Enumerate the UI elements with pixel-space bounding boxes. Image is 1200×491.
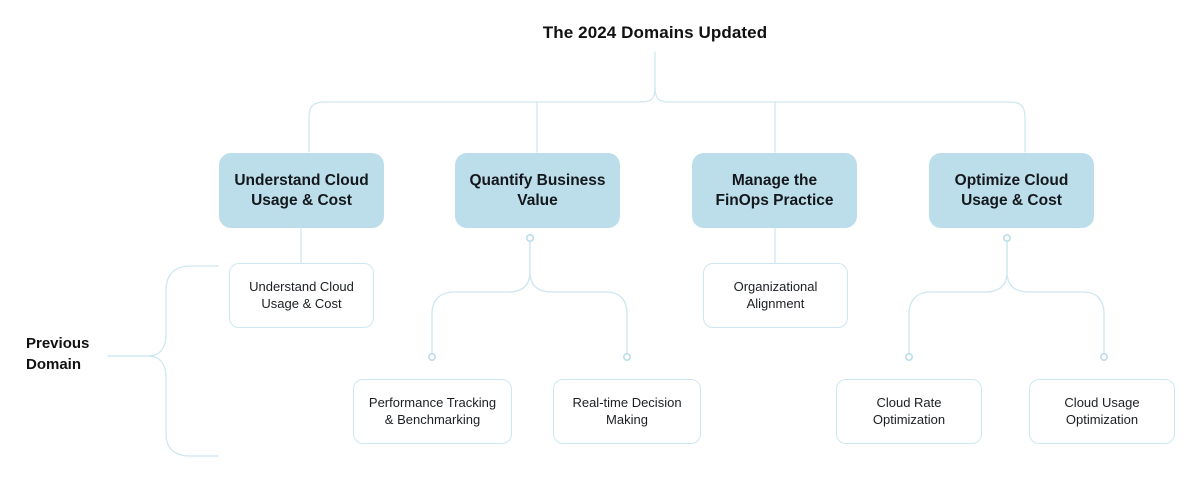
sub-label-line1: Understand Cloud bbox=[249, 278, 354, 294]
sub-label-line2: & Benchmarking bbox=[384, 411, 481, 427]
connector-optimize-fan-right bbox=[1006, 239, 1105, 355]
connector-root-stem bbox=[639, 51, 656, 103]
previous-domain-label: Previous Domain bbox=[26, 333, 156, 381]
connector-dot-cloud-rate bbox=[904, 352, 913, 361]
sub-label-line1: Real-time Decision bbox=[572, 394, 682, 410]
connector-optimize-fan-left bbox=[908, 239, 1008, 355]
domain-box-optimize-cloud-usage-cost[interactable]: Optimize Cloud Usage & Cost bbox=[929, 153, 1094, 228]
sub-label-line1: Performance Tracking bbox=[368, 394, 497, 410]
diagram-title-text: The 2024 Domains Updated bbox=[542, 23, 768, 43]
sub-box-organizational-alignment[interactable]: Organizational Alignment bbox=[703, 263, 848, 328]
previous-domain-label-line1: Previous bbox=[26, 335, 90, 352]
domain-label-line1: Understand Cloud bbox=[234, 171, 369, 189]
sub-box-performance-tracking-benchmarking[interactable]: Performance Tracking & Benchmarking bbox=[353, 379, 512, 444]
domain-box-quantify-business-value[interactable]: Quantify Business Value bbox=[455, 153, 620, 228]
connector-dot-optimize bbox=[1002, 234, 1011, 243]
domain-label-line1: Optimize Cloud bbox=[954, 171, 1069, 189]
domain-label-line1: Quantify Business bbox=[469, 171, 606, 189]
sub-box-cloud-rate-optimization[interactable]: Cloud Rate Optimization bbox=[836, 379, 982, 444]
diagram-title: The 2024 Domains Updated bbox=[455, 20, 855, 46]
sub-box-cloud-usage-optimization[interactable]: Cloud Usage Optimization bbox=[1029, 379, 1175, 444]
sub-box-real-time-decision-making[interactable]: Real-time Decision Making bbox=[553, 379, 701, 444]
connector-root-stem-right bbox=[654, 87, 671, 103]
sub-label-line2: Alignment bbox=[746, 295, 805, 311]
connector-bus-left bbox=[308, 101, 641, 153]
sub-label-line2: Usage & Cost bbox=[261, 295, 342, 311]
connector-dot-realtime bbox=[622, 352, 631, 361]
domain-label-line2: Usage & Cost bbox=[251, 191, 352, 209]
connector-quantify-fan-left bbox=[431, 239, 531, 355]
connector-bus-right bbox=[669, 101, 1026, 153]
sub-label-line1: Cloud Rate bbox=[876, 394, 942, 410]
sub-label-line2: Optimization bbox=[872, 411, 946, 427]
connector-dot-performance bbox=[427, 352, 436, 361]
sub-label-line1: Cloud Usage bbox=[1064, 394, 1140, 410]
domain-label-line1: Manage the bbox=[731, 171, 818, 189]
connector-dot-quantify bbox=[525, 234, 534, 243]
connector-dot-cloud-usage bbox=[1100, 352, 1109, 361]
previous-domain-label-line2: Domain bbox=[26, 356, 82, 374]
domain-label-line2: Value bbox=[517, 191, 558, 209]
domain-label-line2: FinOps Practice bbox=[715, 191, 834, 209]
domain-box-understand-cloud-usage-cost[interactable]: Understand Cloud Usage & Cost bbox=[219, 153, 384, 228]
sub-label-line1: Organizational bbox=[733, 278, 818, 294]
sub-label-line2: Optimization bbox=[1065, 411, 1139, 427]
sub-box-understand-cloud-usage-cost[interactable]: Understand Cloud Usage & Cost bbox=[229, 263, 374, 328]
sub-label-line2: Making bbox=[606, 411, 648, 427]
connector-quantify-fan-right bbox=[529, 239, 628, 355]
domain-label-line2: Usage & Cost bbox=[961, 191, 1062, 209]
domain-box-manage-the-finops-practice[interactable]: Manage the FinOps Practice bbox=[692, 153, 857, 228]
